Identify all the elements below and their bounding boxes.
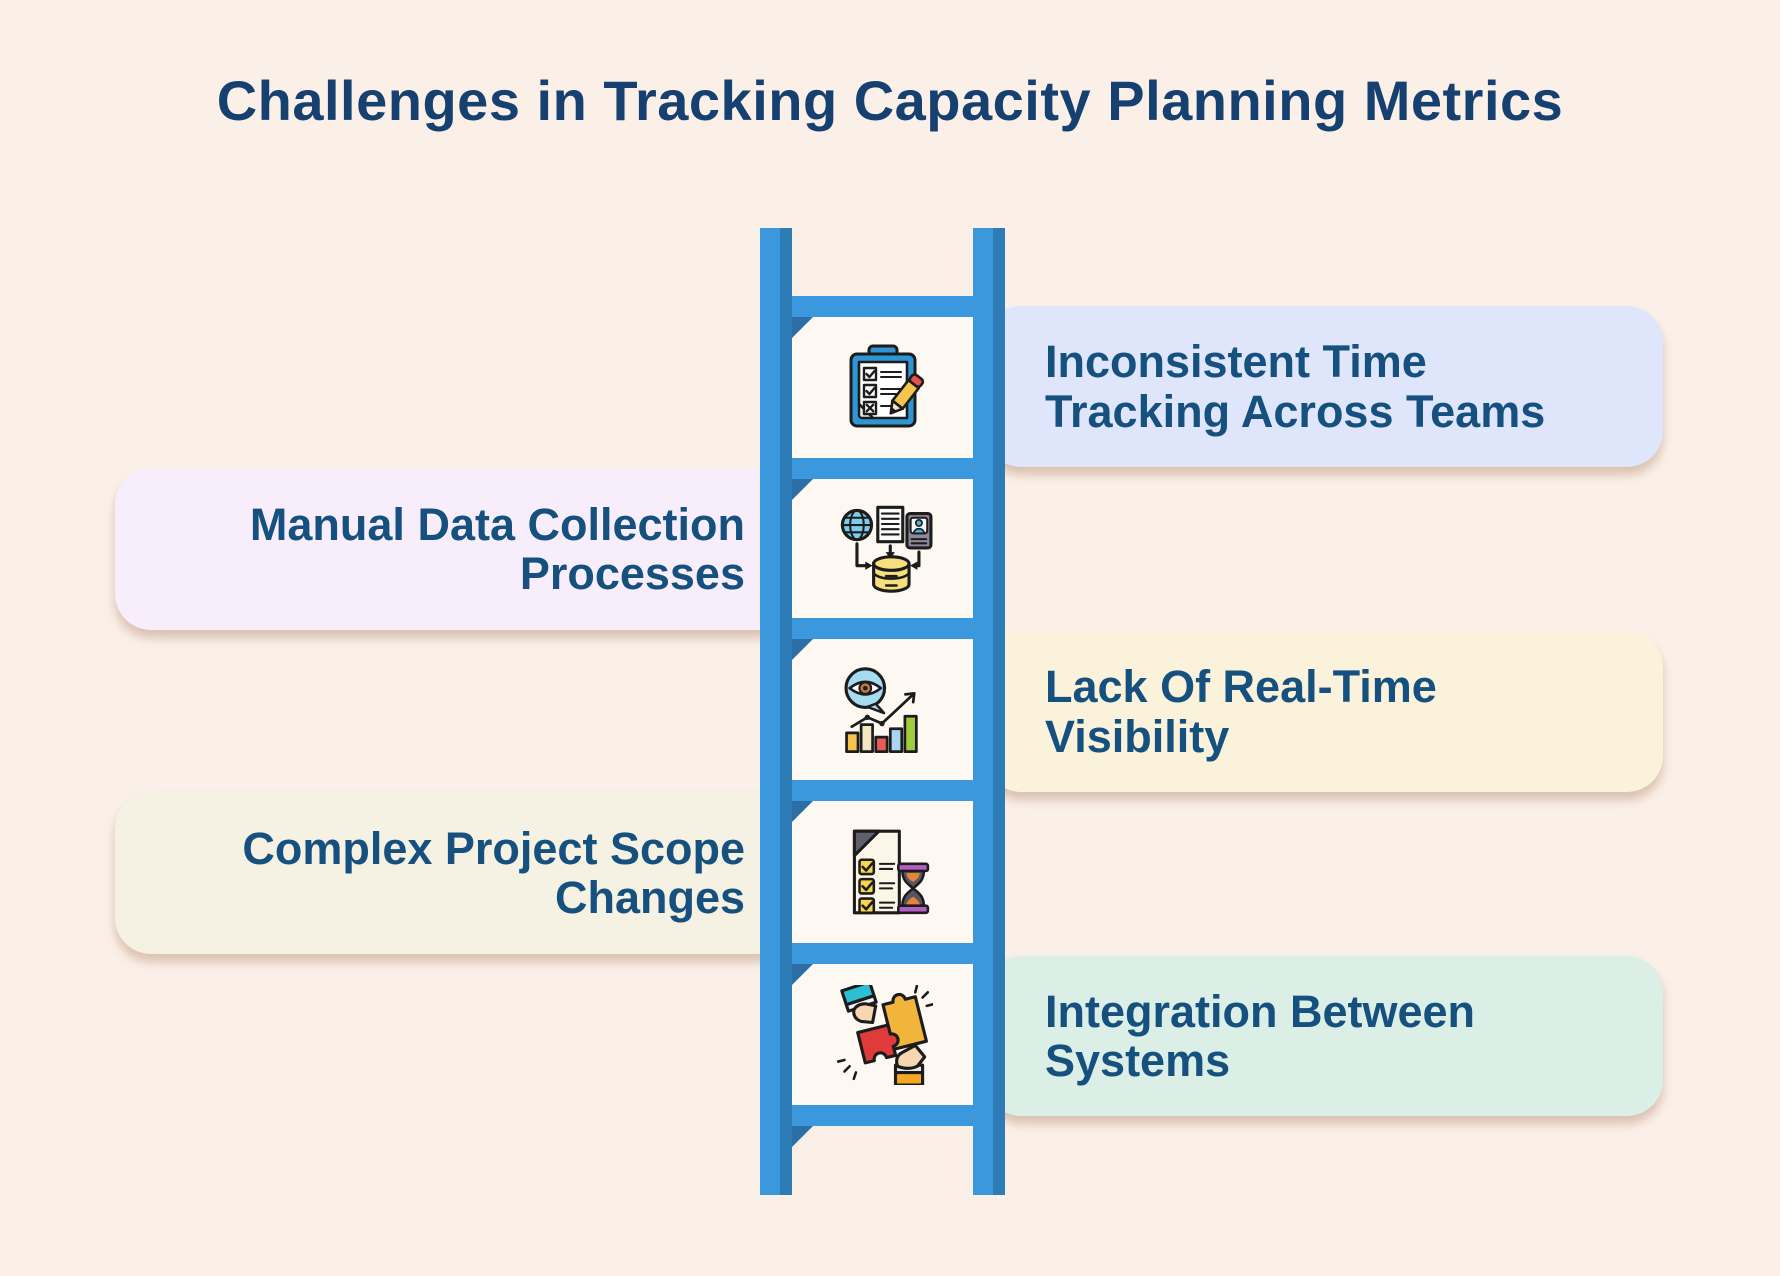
challenge-card-lack-of-realtime-visibility: Lack Of Real-Time Visibility (985, 631, 1663, 792)
clipboard-checklist-icon (835, 340, 931, 436)
ladder-rung (777, 1105, 989, 1126)
icon-plate (792, 640, 973, 780)
challenge-label: Manual Data Collection Processes (249, 498, 745, 599)
challenge-card-manual-data-collection: Manual Data Collection Processes (115, 468, 800, 630)
rung-shadow (792, 317, 813, 338)
rung-shadow (792, 964, 813, 985)
ladder-rung (777, 296, 989, 317)
challenge-label: Integration Between Systems (1045, 985, 1476, 1086)
ladder-left-rail (760, 228, 792, 1195)
challenge-card-systems-integration: Integration Between Systems (985, 956, 1663, 1116)
ladder-rung (777, 618, 989, 639)
realtime-visibility-icon (833, 660, 933, 760)
rung-shadow (792, 801, 813, 822)
icon-plate (792, 964, 973, 1105)
data-collection-icon (833, 499, 933, 599)
rung-shadow (792, 1126, 813, 1147)
ladder-rung (777, 943, 989, 964)
challenge-card-inconsistent-time-tracking: Inconsistent Time Tracking Across Teams (985, 306, 1663, 467)
systems-integration-icon (833, 984, 933, 1085)
challenge-label: Lack Of Real-Time Visibility (1045, 661, 1437, 762)
challenge-label: Complex Project Scope Changes (242, 822, 745, 923)
challenge-label: Inconsistent Time Tracking Across Teams (1045, 336, 1546, 437)
page-title: Challenges in Tracking Capacity Planning… (216, 69, 1564, 132)
icon-plate (792, 317, 973, 458)
rung-shadow (792, 479, 813, 500)
icon-plate (792, 801, 973, 943)
ladder-rung (777, 458, 989, 479)
ladder-right-rail (973, 228, 1005, 1195)
scope-change-icon (834, 823, 932, 921)
icon-plate (792, 479, 973, 618)
challenge-card-complex-scope-changes: Complex Project Scope Changes (115, 792, 800, 954)
ladder-rung (777, 780, 989, 801)
rung-shadow (792, 639, 813, 660)
